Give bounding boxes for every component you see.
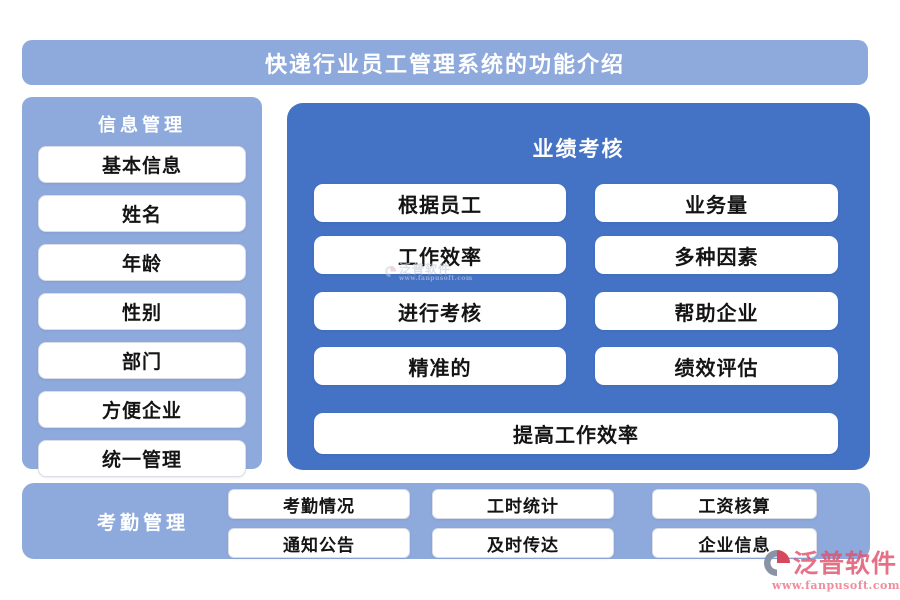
help-enterprise-button[interactable]: 帮助企业	[595, 292, 838, 330]
notice-announcement-button[interactable]: 通知公告	[228, 528, 410, 558]
performance-evaluation-button[interactable]: 绩效评估	[595, 347, 838, 385]
precise-button[interactable]: 精准的	[314, 347, 566, 385]
age-button[interactable]: 年龄	[38, 244, 246, 281]
brand-logo: 泛普软件 www.fanpusoft.com	[762, 548, 900, 592]
info-management-header: 信息管理	[98, 115, 186, 136]
work-hours-statistics-button[interactable]: 工时统计	[432, 489, 614, 519]
basic-info-button[interactable]: 基本信息	[38, 146, 246, 183]
brand-row: 泛普软件	[762, 548, 900, 578]
title-bar: 快递行业员工管理系统的功能介绍	[22, 40, 868, 85]
brand-name: 泛普软件	[793, 548, 898, 578]
page-title: 快递行业员工管理系统的功能介绍	[264, 51, 625, 78]
unified-management-button[interactable]: 统一管理	[38, 440, 246, 477]
performance-row: 根据员工 业务量	[314, 184, 838, 222]
work-efficiency-button[interactable]: 工作效率	[314, 236, 566, 274]
attendance-column: 考勤情况 通知公告	[228, 489, 410, 558]
conduct-assessment-button[interactable]: 进行考核	[314, 292, 566, 330]
convenient-for-enterprise-button[interactable]: 方便企业	[38, 391, 246, 428]
department-button[interactable]: 部门	[38, 342, 246, 379]
improve-efficiency-button[interactable]: 提高工作效率	[314, 413, 838, 454]
gender-button[interactable]: 性别	[38, 293, 246, 330]
name-button[interactable]: 姓名	[38, 195, 246, 232]
attendance-status-button[interactable]: 考勤情况	[228, 489, 410, 519]
performance-buttons: 根据员工 业务量 工作效率 多种因素 进行考核 帮助企业 精准的 绩效评估 提高…	[314, 184, 838, 454]
fanpu-logo-icon	[764, 550, 790, 576]
performance-row: 精准的 绩效评估	[314, 347, 838, 385]
attendance-column: 工资核算 企业信息	[652, 489, 817, 558]
info-management-panel: 信息管理 基本信息 姓名 年龄 性别 部门 方便企业 统一管理	[22, 97, 262, 477]
info-management-items: 基本信息 姓名 年龄 性别 部门 方便企业 统一管理	[38, 146, 246, 489]
multiple-factors-button[interactable]: 多种因素	[595, 236, 838, 274]
payroll-accounting-button[interactable]: 工资核算	[652, 489, 817, 519]
performance-row: 进行考核 帮助企业	[314, 292, 838, 330]
timely-delivery-button[interactable]: 及时传达	[432, 528, 614, 558]
performance-row: 工作效率 多种因素	[314, 236, 838, 274]
performance-header: 业绩考核	[532, 136, 625, 161]
brand-url: www.fanpusoft.com	[772, 579, 900, 592]
business-volume-button[interactable]: 业务量	[595, 184, 838, 222]
enterprise-info-button[interactable]: 企业信息	[652, 528, 817, 558]
attendance-column: 工时统计 及时传达	[432, 489, 614, 558]
attendance-panel: 考勤管理 考勤情况 通知公告 工时统计 及时传达 工资核算 企业信息	[22, 483, 870, 559]
performance-panel: 业绩考核 根据员工 业务量 工作效率 多种因素 进行考核 帮助企业 精准的 绩效…	[287, 103, 870, 470]
attendance-header: 考勤管理	[96, 511, 189, 534]
assess-by-employee-button[interactable]: 根据员工	[314, 184, 566, 222]
